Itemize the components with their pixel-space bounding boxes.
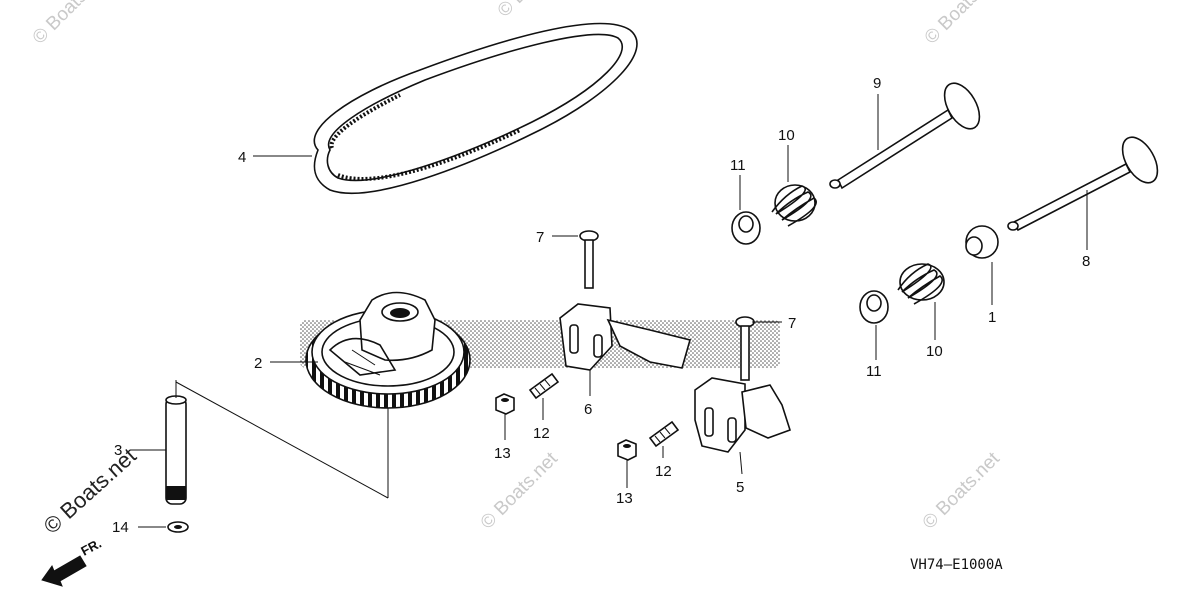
watermark: © Boats.net bbox=[921, 0, 1007, 49]
callout-12-a: 12 bbox=[533, 425, 550, 442]
valve-spring-lower bbox=[897, 263, 945, 305]
watermark: © Boats.net bbox=[919, 448, 1005, 534]
rocker-bolt-upper bbox=[579, 230, 599, 289]
callout-13-a: 13 bbox=[494, 445, 511, 462]
callout-3: 3 bbox=[114, 442, 122, 459]
nut-b bbox=[617, 439, 637, 461]
spring-retainer-upper bbox=[731, 211, 761, 245]
rocker-arm-intake bbox=[559, 303, 691, 371]
callout-11-lower: 11 bbox=[866, 363, 882, 380]
diagram-code: VH74–E1000A bbox=[910, 557, 1003, 573]
valve-exhaust bbox=[1007, 136, 1159, 232]
callout-14: 14 bbox=[112, 519, 129, 536]
callout-4: 4 bbox=[238, 149, 246, 166]
timing-belt bbox=[313, 22, 638, 194]
callout-10-lower: 10 bbox=[926, 343, 943, 360]
adjusting-screw-b bbox=[648, 420, 680, 448]
nut-a bbox=[495, 393, 515, 415]
adjusting-screw-a bbox=[528, 372, 560, 400]
callouts: 1 2 3 4 5 6 7 7 8 9 10 10 11 11 12 12 13… bbox=[112, 75, 1090, 536]
camshaft-gear bbox=[305, 291, 471, 409]
callout-11-upper: 11 bbox=[730, 157, 746, 174]
callout-5: 5 bbox=[736, 479, 744, 496]
leader-lines bbox=[130, 94, 1088, 528]
watermark: © Boats.net bbox=[494, 0, 580, 22]
rocker-bolt-lower bbox=[735, 316, 755, 381]
callout-7-lower: 7 bbox=[788, 315, 796, 332]
callout-7-upper: 7 bbox=[536, 229, 544, 246]
spring-retainer-lower bbox=[859, 290, 889, 324]
assembly-lines bbox=[175, 380, 389, 499]
valve-spring-upper bbox=[771, 184, 817, 227]
rocker-arm-exhaust bbox=[694, 377, 791, 453]
watermark: © Boats.net bbox=[477, 448, 563, 534]
callout-10-upper: 10 bbox=[778, 127, 795, 144]
camshaft-pin bbox=[165, 395, 187, 505]
callout-2: 2 bbox=[254, 355, 262, 372]
callout-8: 8 bbox=[1082, 253, 1090, 270]
callout-6: 6 bbox=[584, 401, 592, 418]
front-direction-indicator: FR. bbox=[41, 536, 104, 587]
watermark: © Boats.net bbox=[29, 0, 115, 49]
washer bbox=[167, 521, 189, 533]
callout-1: 1 bbox=[988, 309, 996, 326]
callout-13-b: 13 bbox=[616, 490, 633, 507]
front-arrow-icon bbox=[41, 555, 87, 587]
callout-12-b: 12 bbox=[655, 463, 672, 480]
valve-intake bbox=[829, 82, 981, 190]
valve-rotator bbox=[965, 225, 999, 259]
front-label: FR. bbox=[78, 536, 104, 559]
callout-9: 9 bbox=[873, 75, 881, 92]
